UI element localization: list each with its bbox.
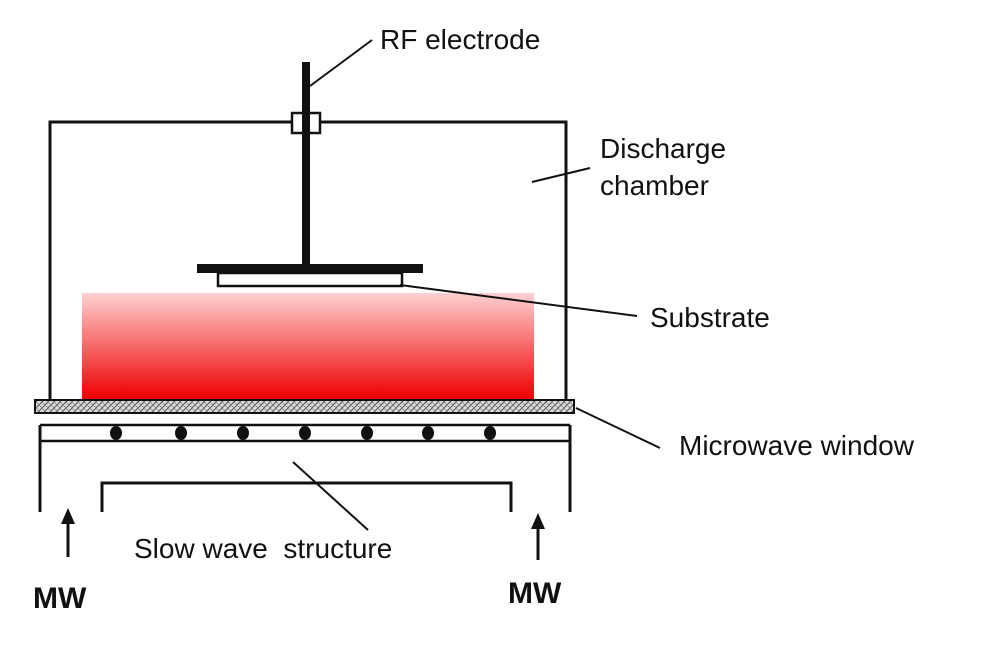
label-slow-wave-structure: Slow wave structure [134,533,392,564]
label-substrate: Substrate [650,302,770,333]
mw-arrow-right [531,513,545,560]
label-rf-electrode: RF electrode [380,24,540,55]
leader-substrate [399,284,638,317]
plasma-region [82,293,534,399]
slow-wave-bracket [100,481,513,512]
microwave-window [34,399,575,414]
slow-wave-conductors [110,426,496,440]
label-mw-left: MW [33,582,87,615]
rf-electrode-plate [197,264,423,273]
conductor-dot [484,426,496,440]
label-discharge-chamber-line2: chamber [600,170,709,201]
label-mw-right: MW [508,577,562,610]
label-microwave-window: Microwave window [679,430,915,461]
mw-arrow-left [61,508,75,557]
conductor-dot [299,426,311,440]
conductor-dot [110,426,122,440]
leader-slow-wave-structure [292,461,369,531]
substrate [216,271,404,288]
rf-electrode-rod [302,62,310,268]
conductor-dot [422,426,434,440]
leader-microwave-window [575,407,661,449]
leader-rf-electrode [309,39,373,87]
leader-discharge-chamber [531,167,591,183]
conductor-dot [175,426,187,440]
conductor-dot [361,426,373,440]
label-discharge-chamber-line1: Discharge [600,133,726,164]
conductor-dot [237,426,249,440]
